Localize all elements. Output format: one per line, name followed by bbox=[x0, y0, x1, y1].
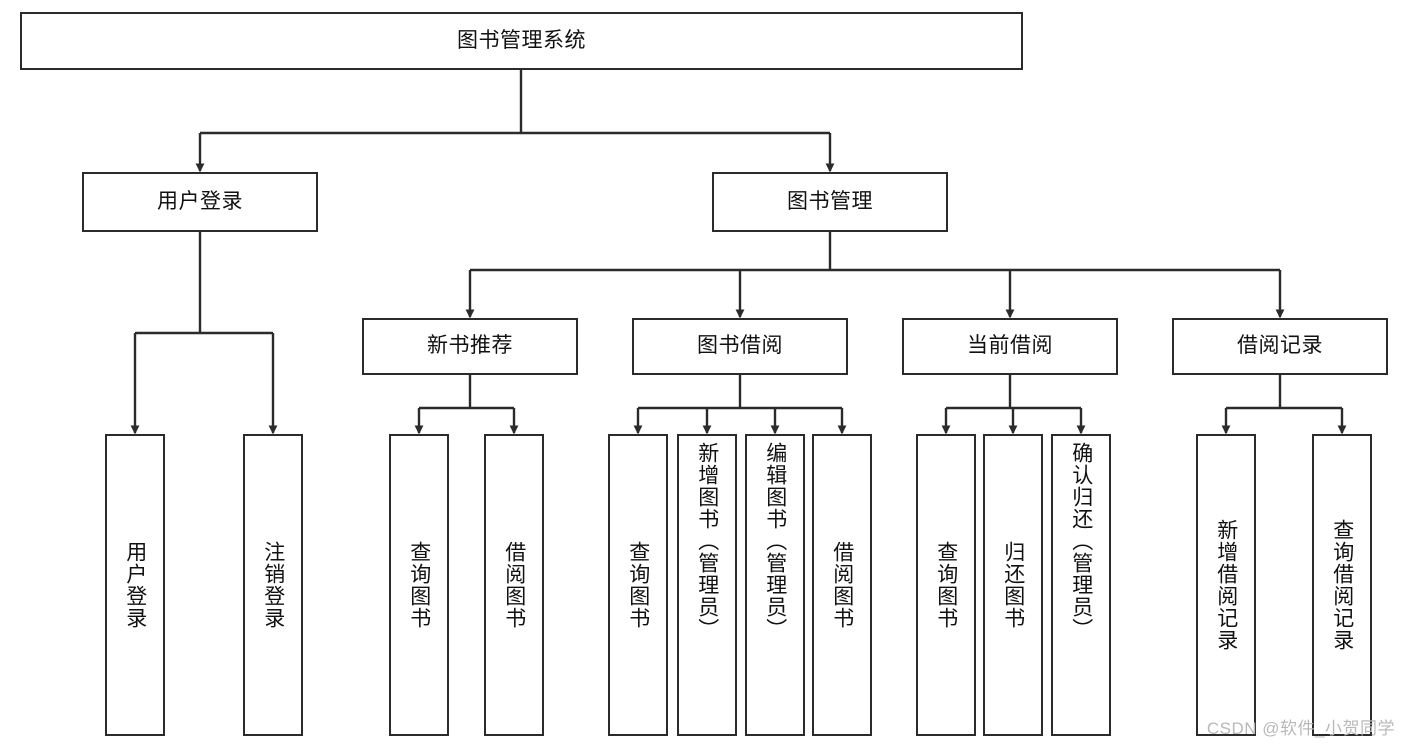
node-leaf-query-borrow-record-label: 查询借阅记录 bbox=[1330, 519, 1354, 651]
csdn-watermark: CSDN @软件_小贺同学 bbox=[1206, 719, 1395, 738]
node-leaf-query-book-2[interactable]: 查询图书 bbox=[608, 434, 668, 736]
node-leaf-add-book-admin-label: 新增图书（管理员） bbox=[695, 442, 719, 640]
node-new-book-recommend-label: 新书推荐 bbox=[427, 334, 513, 358]
node-leaf-logout-login[interactable]: 注销登录 bbox=[243, 434, 303, 736]
node-leaf-confirm-return-admin-label: 确认归还（管理员） bbox=[1069, 442, 1093, 640]
node-leaf-confirm-return-admin[interactable]: 确认归还（管理员） bbox=[1051, 434, 1111, 736]
node-book-borrow-label: 图书借阅 bbox=[697, 334, 783, 358]
node-user-login-label: 用户登录 bbox=[157, 189, 243, 213]
node-leaf-add-borrow-record-label: 新增借阅记录 bbox=[1214, 519, 1238, 651]
node-leaf-query-book-1[interactable]: 查询图书 bbox=[389, 434, 449, 736]
node-leaf-borrow-book-2-label: 借阅图书 bbox=[830, 541, 854, 629]
node-leaf-edit-book-admin[interactable]: 编辑图书（管理员） bbox=[745, 434, 805, 736]
node-leaf-logout-login-label: 注销登录 bbox=[261, 541, 285, 629]
node-leaf-borrow-book-2[interactable]: 借阅图书 bbox=[812, 434, 872, 736]
node-leaf-query-book-1-label: 查询图书 bbox=[407, 541, 431, 629]
node-leaf-add-borrow-record[interactable]: 新增借阅记录 bbox=[1196, 434, 1256, 736]
node-leaf-query-book-2-label: 查询图书 bbox=[626, 541, 650, 629]
node-leaf-query-borrow-record[interactable]: 查询借阅记录 bbox=[1312, 434, 1372, 736]
node-leaf-query-book-3[interactable]: 查询图书 bbox=[916, 434, 976, 736]
node-leaf-return-book-label: 归还图书 bbox=[1001, 541, 1025, 629]
node-leaf-return-book[interactable]: 归还图书 bbox=[983, 434, 1043, 736]
node-book-borrow[interactable]: 图书借阅 bbox=[632, 318, 848, 375]
connector-paths bbox=[130, 70, 1347, 435]
node-leaf-borrow-book-1-label: 借阅图书 bbox=[502, 541, 526, 629]
node-leaf-user-login-label: 用户登录 bbox=[123, 541, 147, 629]
node-leaf-add-book-admin[interactable]: 新增图书（管理员） bbox=[677, 434, 737, 736]
node-current-borrow-label: 当前借阅 bbox=[967, 334, 1053, 358]
node-leaf-borrow-book-1[interactable]: 借阅图书 bbox=[484, 434, 544, 736]
node-current-borrow[interactable]: 当前借阅 bbox=[902, 318, 1118, 375]
node-book-management[interactable]: 图书管理 bbox=[712, 172, 948, 232]
node-borrow-record[interactable]: 借阅记录 bbox=[1172, 318, 1388, 375]
node-borrow-record-label: 借阅记录 bbox=[1237, 334, 1323, 358]
node-root[interactable]: 图书管理系统 bbox=[20, 12, 1023, 70]
node-leaf-user-login[interactable]: 用户登录 bbox=[105, 434, 165, 736]
node-root-label: 图书管理系统 bbox=[457, 28, 586, 52]
node-leaf-query-book-3-label: 查询图书 bbox=[934, 541, 958, 629]
node-new-book-recommend[interactable]: 新书推荐 bbox=[362, 318, 578, 375]
node-user-login[interactable]: 用户登录 bbox=[82, 172, 318, 232]
node-book-management-label: 图书管理 bbox=[787, 189, 873, 213]
node-leaf-edit-book-admin-label: 编辑图书（管理员） bbox=[763, 442, 787, 640]
